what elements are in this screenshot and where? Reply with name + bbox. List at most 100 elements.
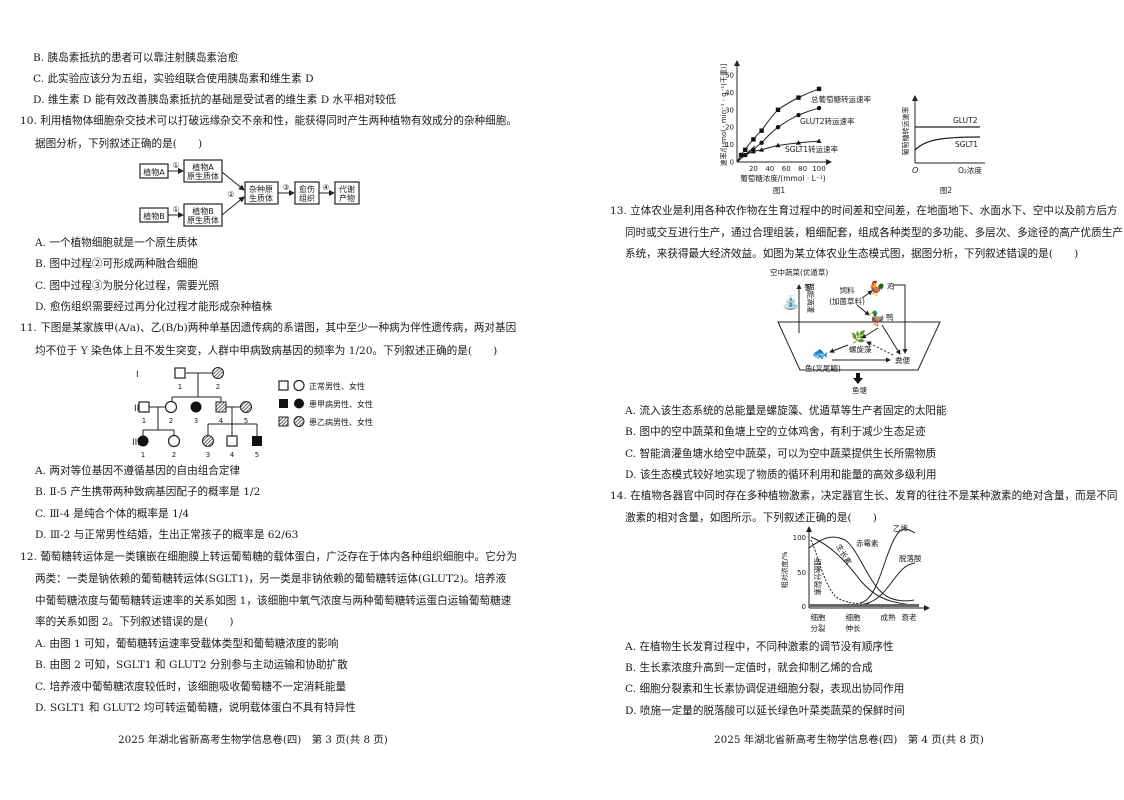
plant-a-box: 植物A (139, 163, 169, 179)
sprinkler-icon: ⛲ (782, 294, 799, 311)
q12-option-c: C. 培养液中葡萄糖浓度较低时，该细胞吸收葡萄糖不一定消耗能量 (35, 681, 347, 693)
q13-option-a: A. 流入该生态系统的总能量是螺旋藻、优遁草等生产者固定的太阳能 (625, 405, 947, 417)
svg-text:伸长: 伸长 (846, 623, 861, 633)
q11-option-b: B. Ⅱ-5 产生携带两种致病基因配子的概率是 1/2 (35, 486, 261, 498)
svg-text:1: 1 (142, 417, 146, 425)
data-point (743, 147, 748, 153)
y-tick-label: 10 (725, 141, 734, 149)
ii-4-affected-b-male (215, 401, 227, 413)
gen-label-3: III (132, 438, 140, 448)
q13-option-b: B. 图中的空中蔬菜和鱼塘上空的立体鸡舍，有利于减少生态足迹 (625, 426, 926, 438)
svg-text:乙烯: 乙烯 (893, 523, 908, 533)
q12-stem-2: 两类：一类是钠依赖的葡萄糖转运体(SGLT1)，另一类是非钠依赖的葡萄糖转运体(… (35, 573, 507, 585)
svg-text:智: 智 (804, 282, 812, 292)
q12-option-b: B. 由图 2 可知，SGLT1 和 GLUT2 分别参与主动运输和协助扩散 (35, 659, 348, 671)
data-point (751, 137, 756, 142)
cytokinin-curve (810, 539, 871, 605)
data-point (796, 140, 801, 145)
svg-text:分裂: 分裂 (811, 623, 826, 633)
chicken-icon: 🐓 (868, 280, 885, 297)
svg-text:愈伤: 愈伤 (299, 184, 315, 194)
y-tick-label: 20 (725, 124, 734, 132)
svg-text:3: 3 (194, 417, 198, 425)
svg-text:GLUT2: GLUT2 (953, 116, 978, 125)
svg-text:患乙病男性、女性: 患乙病男性、女性 (309, 417, 373, 427)
iii-1-affected-a-female (137, 435, 149, 447)
q13-stem-3: 系统，来获得最大经济效益。如图为某立体农业生态模式图，据图分析，下列叙述错误的是… (625, 248, 1079, 260)
svg-text:②: ② (227, 190, 234, 199)
svg-text:衰老: 衰老 (902, 612, 917, 622)
ii-1-normal-male (138, 401, 150, 413)
data-point (750, 148, 756, 154)
q9-option-d: D. 维生素 D 能有效改善胰岛素抵抗的基础是受试者的维生素 D 水平相对较低 (33, 94, 397, 106)
svg-text:细胞: 细胞 (811, 612, 826, 622)
svg-text:④: ④ (322, 183, 329, 192)
q11-option-a: A. 两对等位基因不遵循基因的自由组合定律 (35, 465, 241, 477)
q12-stem: 12. 葡萄糖转运体是一类镶嵌在细胞膜上转运葡萄糖的载体蛋白，广泛存在于体内各种… (20, 551, 517, 563)
fig1-ylabel: 速率/[μmol · min⁻¹ · g⁻¹(干重)] (719, 63, 728, 166)
page-footer-left: 2025 年湖北省新高考生物学信息卷(四) 第 3 页(共 8 页) (118, 734, 388, 746)
data-point (738, 152, 744, 158)
svg-text:生质体: 生质体 (249, 193, 273, 203)
svg-text:饲料: 饲料 (840, 285, 855, 295)
q10-stem-cont: 据图分析，下列叙述正确的是( ) (35, 138, 203, 150)
svg-text:3: 3 (206, 451, 210, 459)
q14-stem-2: 激素的相对含量，如图所示。下列叙述正确的是( ) (625, 512, 877, 524)
svg-text:原生质体: 原生质体 (187, 171, 219, 181)
data-point (742, 152, 748, 157)
svg-text:1: 1 (141, 451, 145, 459)
svg-text:图2: 图2 (940, 186, 952, 195)
svg-text:O: O (912, 166, 918, 175)
plant-b-box: 植物B (139, 207, 169, 223)
svg-text:③: ③ (282, 183, 289, 192)
y-tick-label: 40 (725, 89, 734, 97)
svg-text:植物B: 植物B (143, 211, 165, 221)
i-2-affected-b-female (212, 367, 224, 379)
svg-text:5: 5 (255, 451, 259, 459)
data-point (816, 138, 822, 143)
gibberellin-curve (808, 536, 915, 602)
q13-stem-2: 同时或交互进行生产，通过合理组装，粗细配套，组成各种类型的多功能、多层次、多途径… (625, 227, 1123, 239)
q12-stem-4: 率的关系如图 2。下列叙述错误的是( ) (35, 616, 234, 628)
svg-text:2: 2 (169, 417, 173, 425)
svg-text:葡萄糖转运速率: 葡萄糖转运速率 (901, 107, 910, 156)
series-label-sglt1: SGLT1转运速率 (785, 144, 839, 154)
q12-option-d: D. SGLT1 和 GLUT2 均可转运葡萄糖，说明载体蛋白不具有特异性 (35, 702, 356, 714)
q14-stem: 14. 在植物各器官中同时存在多种植物激素，决定器官生长、发育的往往不是某种激素… (610, 490, 1118, 502)
svg-text:细胞分裂素: 细胞分裂素 (813, 558, 823, 596)
svg-text:50: 50 (797, 569, 806, 577)
q11-stem: 11. 下图是某家族甲(A/a)、乙(B/b)两种单基因遗传病的系谱图，其中至少… (20, 322, 517, 334)
x-tick-label: 60 (782, 165, 791, 173)
svg-text:鸭: 鸭 (886, 312, 894, 322)
svg-text:空中蔬菜(优遁草): 空中蔬菜(优遁草) (770, 267, 828, 277)
data-point (775, 142, 781, 148)
svg-text:SGLT1: SGLT1 (955, 140, 978, 149)
q10-stem: 10. 利用植物体细胞杂交技术可以打破远缘杂交不亲和性，能获得同时产生两种植物有… (20, 115, 517, 127)
q13-ecology-diagram: 空中蔬菜(优遁草) 智 智能滴灌 ⛲ 饲料 (加菌草料) 🐓 鸡 🦆 鸭 🌿 螺… (770, 267, 941, 395)
q14-option-c: C. 细胞分裂素和生长素协调促进细胞分裂，表现出协同作用 (625, 683, 905, 695)
svg-text:①: ① (172, 161, 179, 170)
q11-option-d: D. Ⅲ-2 与正常男性结婚，生出正常孩子的概率是 62/63 (35, 529, 299, 541)
auxin-curve (810, 536, 915, 606)
svg-text:赤霉素: 赤霉素 (856, 538, 879, 548)
svg-text:螺旋藻: 螺旋藻 (849, 344, 872, 354)
q14-option-b: B. 生长素浓度升高到一定值时，就会抑制乙烯的合成 (625, 662, 873, 674)
svg-text:①: ① (172, 205, 179, 214)
svg-text:2: 2 (216, 383, 220, 391)
pedigree-legend: 正常男性、女性 患甲病男性、女性 患乙病男性、女性 (278, 379, 373, 427)
svg-text:原生质体: 原生质体 (187, 215, 219, 225)
data-point (816, 86, 822, 92)
svg-text:5: 5 (244, 417, 248, 425)
svg-text:患甲病男性、女性: 患甲病男性、女性 (309, 399, 373, 409)
iii-5-affected-a-male (252, 436, 262, 446)
data-point (796, 112, 801, 118)
q9-option-b: B. 胰岛素抵抗的患者可以靠注射胰岛素治愈 (33, 52, 239, 64)
algae-icon: 🌿 (851, 330, 866, 344)
svg-text:4: 4 (230, 451, 235, 459)
q12-stem-3: 中葡萄糖浓度与葡萄糖转运速率的关系如图 1，该细胞中氧气浓度与两种葡萄糖转运蛋白… (35, 595, 512, 607)
q11-option-c: C. Ⅲ-4 是纯合个体的概率是 1/4 (35, 508, 190, 520)
svg-text:脱落酸: 脱落酸 (899, 553, 922, 563)
